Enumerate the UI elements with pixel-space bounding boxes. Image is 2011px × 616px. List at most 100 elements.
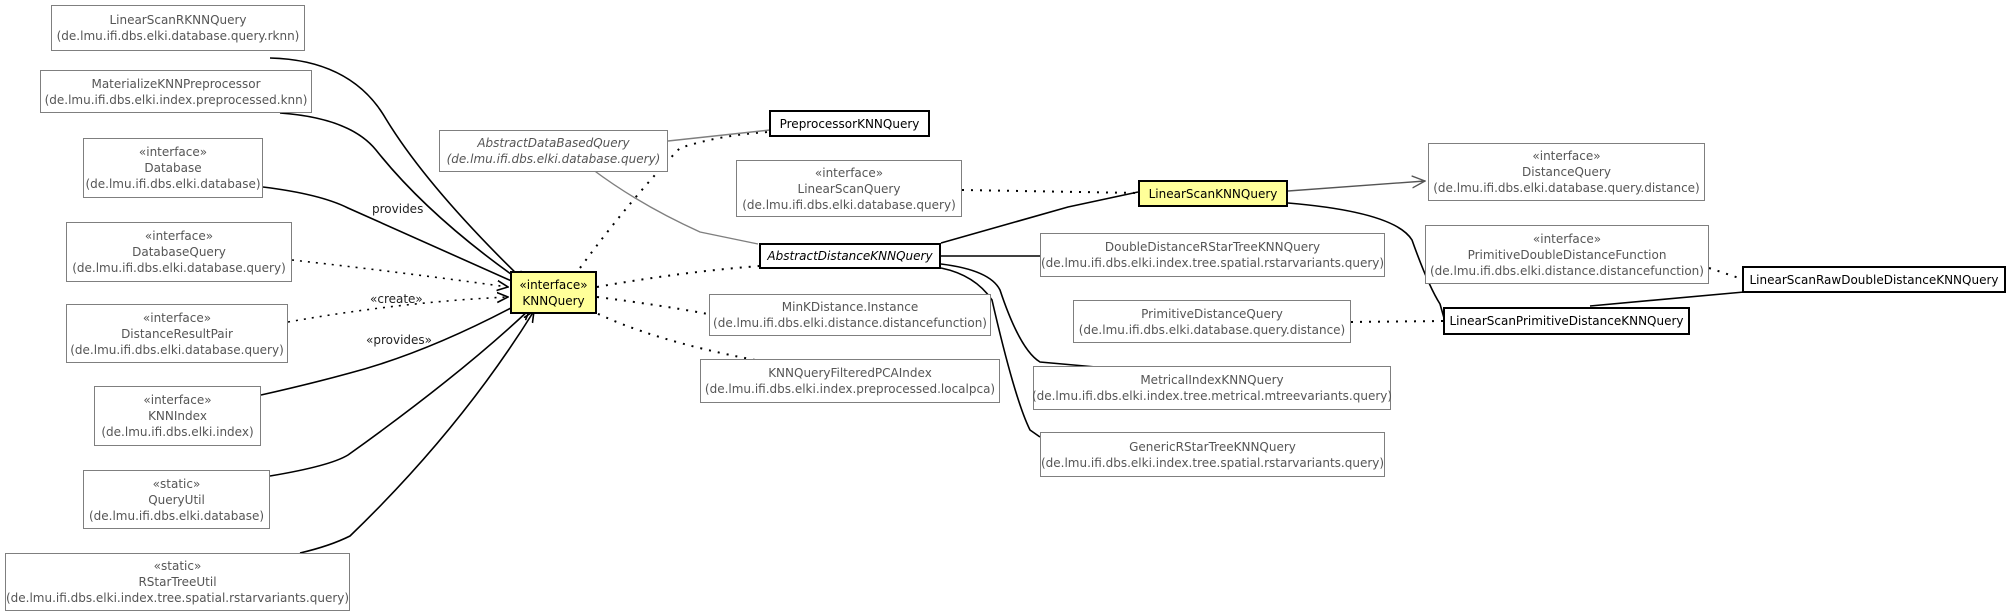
class-database-query[interactable]: «interface» DatabaseQuery (de.lmu.ifi.db… — [66, 222, 292, 282]
class-name: Database — [144, 161, 202, 175]
class-stereotype: «interface» — [814, 165, 884, 180]
edge-label-create: «create» — [370, 292, 423, 306]
class-distance-result-pair[interactable]: «interface» DistanceResultPair (de.lmu.i… — [66, 304, 288, 363]
edge-primitive-double-to-raw-double — [1708, 267, 1743, 280]
class-package: (de.lmu.ifi.dbs.elki.index.tree.spatial.… — [1040, 256, 1385, 270]
edge-label-provides: provides — [372, 202, 424, 216]
edge-primitive-distance-to-linear-scan-primitive — [1350, 320, 1444, 323]
edge-abstract-distance-to-metrical — [940, 263, 1097, 368]
class-database[interactable]: «interface» Database (de.lmu.ifi.dbs.elk… — [83, 138, 263, 198]
class-package: (de.lmu.ifi.dbs.elki.database.query) — [70, 342, 284, 357]
class-materialize-knn-preprocessor[interactable]: MaterializeKNNPreprocessor (de.lmu.ifi.d… — [40, 70, 312, 113]
class-package: (de.lmu.ifi.dbs.elki.index.preprocessed.… — [44, 92, 308, 107]
edge-rstar-tree-util-to-knnquery — [299, 311, 534, 554]
class-name: PrimitiveDoubleDistanceFunction — [1467, 247, 1667, 262]
class-double-distance-rstar-tree-knn-query[interactable]: DoubleDistanceRStarTreeKNNQuery (de.lmu.… — [1040, 233, 1385, 277]
class-generic-rstar-tree-knn-query[interactable]: GenericRStarTreeKNNQuery (de.lmu.ifi.dbs… — [1040, 432, 1385, 477]
class-linear-scan-primitive-distance-knn-query[interactable]: LinearScanPrimitiveDistanceKNNQuery — [1443, 307, 1690, 335]
class-name: LinearScanPrimitiveDistanceKNNQuery — [1449, 314, 1684, 328]
edge-abstract-distance-to-linear-scan-knn — [940, 191, 1139, 244]
edge-distance-result-pair-to-knnquery — [287, 297, 508, 323]
edge-linear-scan-knn-to-linear-scan-primitive — [1287, 202, 1445, 319]
class-name: PreprocessorKNNQuery — [779, 116, 920, 131]
edge-database-to-knnquery — [262, 186, 525, 287]
class-stereotype: «interface» — [142, 310, 212, 325]
class-name: KNNQuery — [522, 293, 585, 308]
edge-query-util-to-knnquery — [269, 309, 530, 477]
edge-linear-scan-knn-to-distance-query — [1287, 181, 1425, 192]
edge-abstract-data-based-to-preprocessor — [667, 129, 771, 142]
class-stereotype: «static» — [153, 559, 202, 573]
class-metrical-index-knn-query[interactable]: MetricalIndexKNNQuery (de.lmu.ifi.dbs.el… — [1031, 366, 1393, 410]
edge-knn-index-to-knnquery — [260, 300, 526, 396]
class-name: KNNQueryFilteredPCAIndex — [768, 366, 932, 380]
class-package: (de.lmu.ifi.dbs.elki.distance.distancefu… — [713, 316, 987, 330]
class-linear-scan-knn-query[interactable]: LinearScanKNNQuery — [1138, 180, 1288, 207]
class-package: (de.lmu.ifi.dbs.elki.index.tree.spatial.… — [1040, 455, 1385, 470]
class-package: (de.lmu.ifi.dbs.elki.database.query.rknn… — [56, 29, 300, 43]
class-name: KNNIndex — [148, 409, 207, 423]
edge-knnquery-to-mink — [596, 296, 709, 315]
edge-linear-scan-query-to-linear-scan-knn — [961, 189, 1139, 194]
class-name: MinKDistance.Instance — [781, 300, 919, 314]
class-package: (de.lmu.ifi.dbs.elki.database.query) — [446, 152, 661, 166]
edge-label-provides-stereotype: «provides» — [366, 333, 432, 347]
class-abstract-data-based-query[interactable]: AbstractDataBasedQuery (de.lmu.ifi.dbs.e… — [439, 130, 668, 172]
class-name: PrimitiveDistanceQuery — [1141, 306, 1283, 321]
class-name: MetricalIndexKNNQuery — [1140, 373, 1284, 387]
class-name: LinearScanKNNQuery — [1148, 186, 1278, 201]
edge-materialize-knn-to-knnquery — [279, 112, 525, 284]
class-package: (de.lmu.ifi.dbs.elki.database.query) — [72, 261, 286, 275]
class-stereotype: «static» — [152, 476, 201, 491]
class-linear-scan-raw-double-distance-knn-query[interactable]: LinearScanRawDoubleDistanceKNNQuery — [1742, 266, 2006, 293]
class-abstract-distance-knn-query[interactable]: AbstractDistanceKNNQuery — [759, 243, 941, 269]
class-name: RStarTreeUtil — [138, 575, 217, 589]
edge-knnquery-to-abstract-distance — [596, 265, 761, 288]
class-package: (de.lmu.ifi.dbs.elki.database.query.dist… — [1078, 322, 1346, 337]
class-package: (de.lmu.ifi.dbs.elki.index) — [101, 425, 254, 439]
class-linear-scan-query[interactable]: «interface» LinearScanQuery (de.lmu.ifi.… — [736, 160, 962, 217]
class-name: QueryUtil — [148, 492, 205, 507]
class-query-util[interactable]: «static» QueryUtil (de.lmu.ifi.dbs.elki.… — [83, 470, 270, 529]
class-package: (de.lmu.ifi.dbs.elki.index.tree.spatial.… — [5, 591, 350, 605]
class-name: MaterializeKNNPreprocessor — [91, 76, 261, 91]
class-stereotype: «interface» — [519, 277, 588, 292]
class-primitive-distance-query[interactable]: PrimitiveDistanceQuery (de.lmu.ifi.dbs.e… — [1073, 300, 1351, 343]
class-package: (de.lmu.ifi.dbs.elki.distance.distancefu… — [1430, 263, 1704, 278]
class-mink-distance-instance[interactable]: MinKDistance.Instance (de.lmu.ifi.dbs.el… — [709, 294, 991, 336]
class-preprocessor-knn-query[interactable]: PreprocessorKNNQuery — [769, 110, 930, 137]
class-stereotype: «interface» — [143, 393, 212, 407]
class-knn-query[interactable]: «interface» KNNQuery — [510, 271, 597, 314]
class-package: (de.lmu.ifi.dbs.elki.database.query) — [742, 197, 956, 212]
class-name: LinearScanRKNNQuery — [109, 13, 247, 27]
class-stereotype: «interface» — [138, 145, 208, 159]
class-name: DistanceQuery — [1522, 165, 1611, 179]
edge-linear-scan-rknn-to-knnquery — [269, 57, 525, 282]
class-package: (de.lmu.ifi.dbs.elki.database.query.dist… — [1433, 181, 1700, 195]
class-name: AbstractDistanceKNNQuery — [767, 249, 933, 263]
class-package: (de.lmu.ifi.dbs.elki.index.preprocessed.… — [704, 382, 996, 396]
edge-linear-scan-primitive-to-raw-double — [1589, 291, 1745, 307]
edge-database-query-to-knnquery — [291, 259, 508, 287]
edge-abstract-data-based-to-abstract-distance — [591, 168, 759, 245]
class-stereotype: «interface» — [1532, 231, 1602, 246]
class-name: LinearScanQuery — [797, 181, 901, 196]
class-linear-scan-rknn-query[interactable]: LinearScanRKNNQuery (de.lmu.ifi.dbs.elki… — [51, 5, 305, 51]
class-stereotype: «interface» — [144, 229, 214, 243]
class-name: DoubleDistanceRStarTreeKNNQuery — [1104, 240, 1321, 254]
class-knn-index[interactable]: «interface» KNNIndex (de.lmu.ifi.dbs.elk… — [94, 386, 261, 446]
class-name: DatabaseQuery — [132, 245, 226, 259]
class-distance-query[interactable]: «interface» DistanceQuery (de.lmu.ifi.db… — [1428, 143, 1705, 201]
class-primitive-double-distance-function[interactable]: «interface» PrimitiveDoubleDistanceFunct… — [1425, 225, 1709, 284]
class-rstar-tree-util[interactable]: «static» RStarTreeUtil (de.lmu.ifi.dbs.e… — [5, 553, 350, 611]
class-package: (de.lmu.ifi.dbs.elki.index.tree.metrical… — [1031, 389, 1393, 403]
class-knn-query-filtered-pca-index[interactable]: KNNQueryFilteredPCAIndex (de.lmu.ifi.dbs… — [700, 359, 1000, 403]
class-name: GenericRStarTreeKNNQuery — [1129, 439, 1296, 454]
class-package: (de.lmu.ifi.dbs.elki.database) — [85, 177, 261, 191]
class-name: AbstractDataBasedQuery — [477, 136, 630, 150]
class-name: LinearScanRawDoubleDistanceKNNQuery — [1749, 272, 1999, 287]
class-name: DistanceResultPair — [121, 326, 233, 341]
edge-abstract-distance-to-generic — [940, 267, 1041, 438]
